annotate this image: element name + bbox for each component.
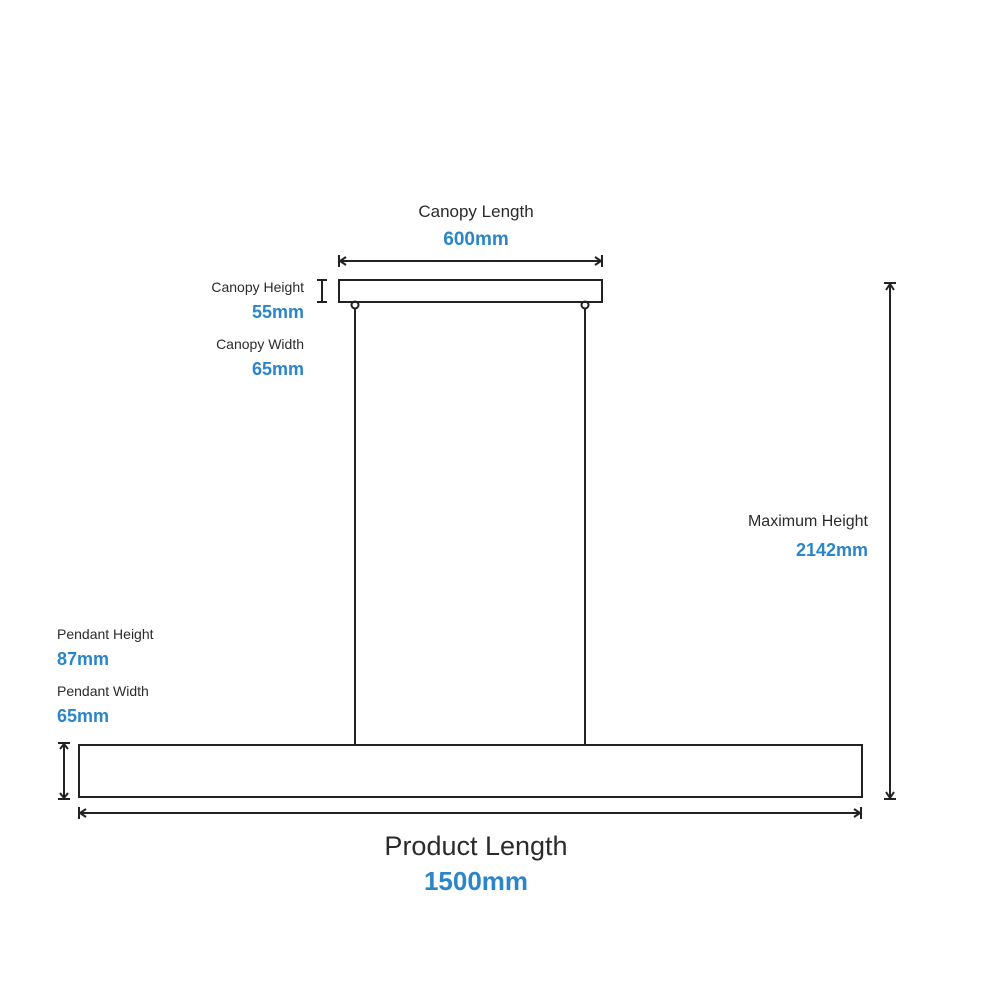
pendant-width-label: Pendant Width xyxy=(57,683,149,699)
suspension-wires xyxy=(354,308,586,745)
canopy-width-value: 65mm xyxy=(251,359,304,379)
pendant-height-value: 87mm xyxy=(57,649,110,669)
canopy-length-label: Canopy Length xyxy=(418,202,534,221)
canopy-width-label: Canopy Width xyxy=(216,336,304,352)
product-length-arrow xyxy=(78,807,862,819)
pendant-body xyxy=(78,744,863,798)
maximum-height-label: Maximum Height xyxy=(747,513,868,530)
canopy xyxy=(338,279,603,303)
canopy-length-arrow xyxy=(338,255,603,267)
maximum-height-value: 2142mm xyxy=(795,540,868,560)
canopy-height-label: Canopy Height xyxy=(211,279,304,295)
pendant-height-label: Pendant Height xyxy=(57,626,154,642)
canopy-height-arrow xyxy=(317,279,327,303)
canopy-length-value: 600mm xyxy=(443,229,509,250)
pendant-width-value: 65mm xyxy=(57,706,110,726)
product-length-label: Product Length xyxy=(384,831,568,861)
pendant-height-arrow xyxy=(58,742,70,800)
canopy-height-value: 55mm xyxy=(251,302,304,322)
product-length-value: 1500mm xyxy=(423,866,529,896)
maximum-height-arrow xyxy=(884,282,896,800)
